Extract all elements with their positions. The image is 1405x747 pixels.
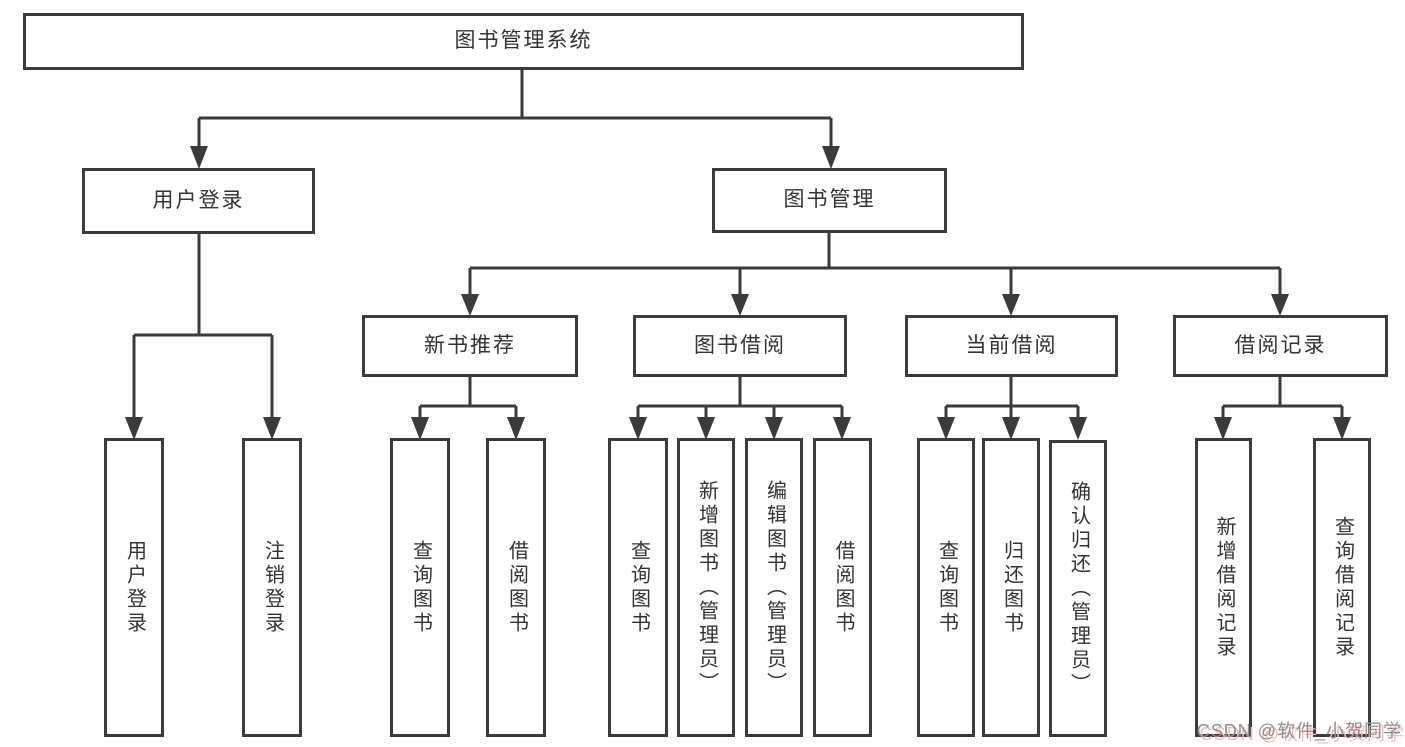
node-user-login: 用户登录 <box>82 168 315 234</box>
connector-paths <box>132 69 1344 419</box>
node-user-login-leaf: 用户登录 <box>104 438 164 737</box>
node-logout-leaf: 注销登录 <box>242 438 302 737</box>
arrowheads <box>125 146 1351 440</box>
node-borrow-books-leaf: 借阅图书 <box>813 438 872 737</box>
node-edit-books-admin: 编辑图书（管理员） <box>745 438 803 737</box>
csdn-watermark: CSDN @软件_小贺同学 <box>1196 721 1402 741</box>
node-query-books-borrow: 查询图书 <box>608 438 668 737</box>
node-query-books-current: 查询图书 <box>917 438 975 737</box>
node-book-management-system: 图书管理系统 <box>23 13 1024 70</box>
node-current-borrowing: 当前借阅 <box>905 315 1118 377</box>
node-book-borrowing: 图书借阅 <box>633 315 847 377</box>
node-borrowing-records: 借阅记录 <box>1173 315 1388 377</box>
node-add-books-admin: 新增图书（管理员） <box>677 438 735 737</box>
node-confirm-return-admin: 确认归还（管理员） <box>1049 440 1107 737</box>
node-return-books: 归还图书 <box>982 438 1040 737</box>
node-query-books-recommend: 查询图书 <box>390 438 450 737</box>
node-borrow-books-recommend: 借阅图书 <box>486 438 546 737</box>
node-add-borrow-record: 新增借阅记录 <box>1195 438 1252 737</box>
node-query-borrow-record: 查询借阅记录 <box>1313 438 1371 737</box>
node-book-management: 图书管理 <box>712 168 947 233</box>
node-new-book-recommendation: 新书推荐 <box>362 315 578 377</box>
